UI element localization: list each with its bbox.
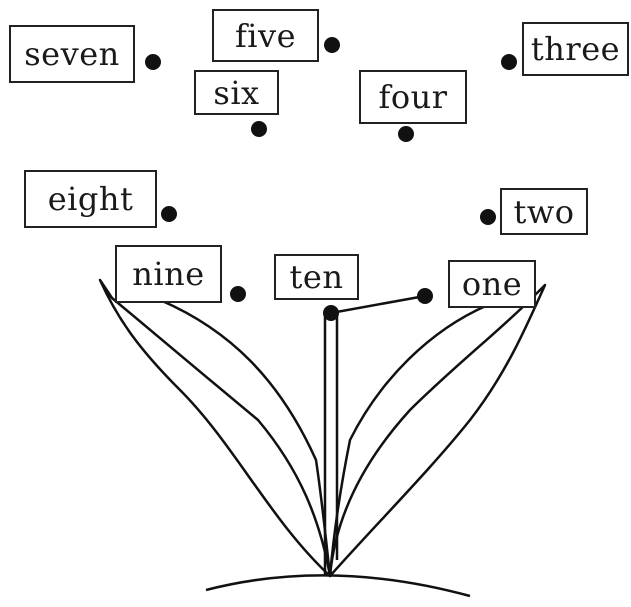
right-leaf-midrib bbox=[330, 305, 488, 576]
dot-four bbox=[398, 126, 414, 142]
label-two: two bbox=[500, 188, 588, 235]
label-one: one bbox=[448, 260, 536, 308]
dot-ten bbox=[323, 305, 339, 321]
dot-six bbox=[251, 121, 267, 137]
dot-three bbox=[501, 54, 517, 70]
dot-two bbox=[480, 209, 496, 225]
left-leaf bbox=[100, 280, 330, 576]
dot-one bbox=[417, 288, 433, 304]
dot-eight bbox=[161, 206, 177, 222]
left-leaf-midrib bbox=[160, 300, 330, 576]
right-leaf bbox=[330, 285, 545, 576]
label-three: three bbox=[522, 22, 629, 76]
label-ten: ten bbox=[274, 254, 359, 300]
label-five: five bbox=[212, 9, 319, 62]
label-eight: eight bbox=[24, 170, 157, 228]
dot-five bbox=[324, 37, 340, 53]
ground-line bbox=[206, 575, 470, 596]
label-four: four bbox=[359, 70, 467, 124]
label-six: six bbox=[194, 70, 279, 115]
dot-nine bbox=[230, 286, 246, 302]
dot-seven bbox=[145, 54, 161, 70]
label-nine: nine bbox=[115, 245, 222, 303]
label-seven: seven bbox=[9, 25, 135, 83]
